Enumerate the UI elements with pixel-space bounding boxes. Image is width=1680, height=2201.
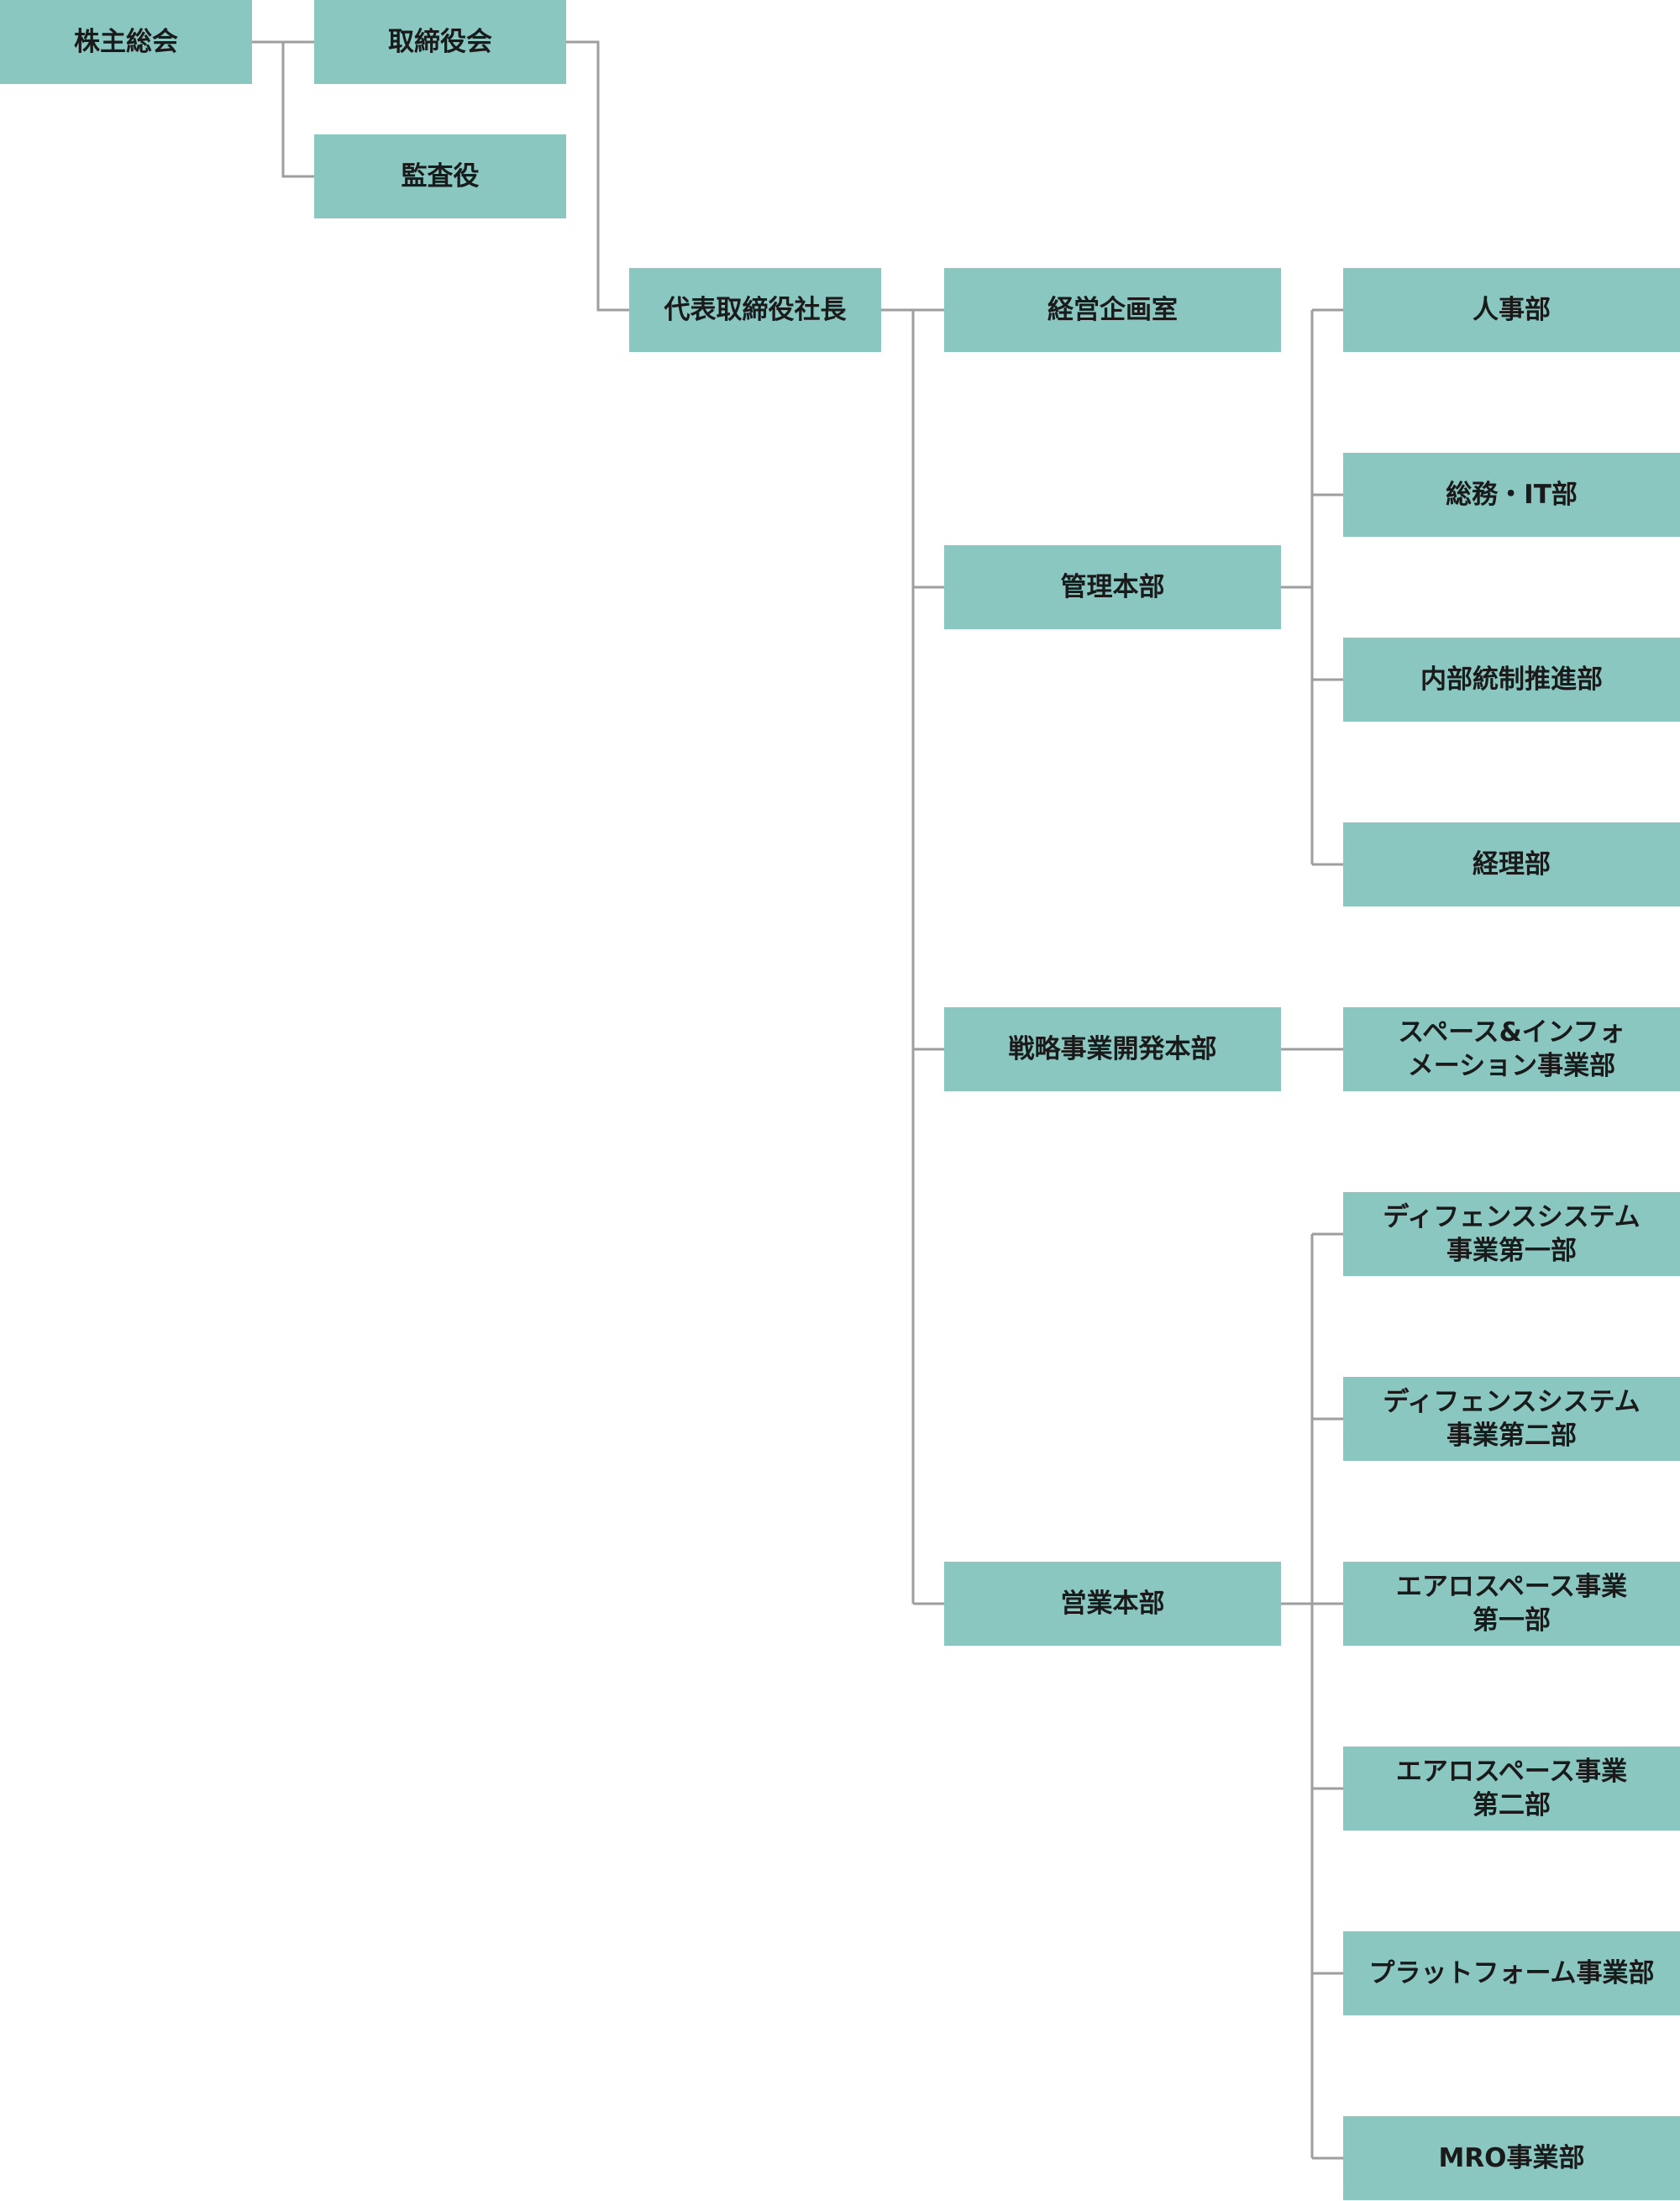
connector-president-divisions [881, 308, 944, 1605]
node-internal-control-department: 内部統制推進部 [1343, 638, 1680, 722]
node-strategic-business-hq: 戦略事業開発本部 [944, 1007, 1281, 1091]
node-aerospace-2-line1: エアロスペース事業 [1395, 1757, 1628, 1787]
node-general-affairs-it-department: 総務・IT部 [1343, 453, 1680, 537]
connector-board-president [566, 40, 629, 312]
node-platform-division: プラットフォーム事業部 [1343, 1931, 1680, 2015]
node-defense-systems-1-line1: ディフェンスシステム [1383, 1202, 1641, 1232]
node-defense-systems-2-line1: ディフェンスシステム [1383, 1387, 1641, 1417]
node-aerospace-1-line1: エアロスペース事業 [1395, 1572, 1628, 1602]
node-defense-systems-2: ディフェンスシステム 事業第二部 [1343, 1377, 1680, 1461]
node-defense-systems-1-line2: 事業第一部 [1446, 1236, 1577, 1266]
node-space-information-line2: メーション事業部 [1407, 1051, 1616, 1081]
node-space-information-division: スペース&インフォ メーション事業部 [1343, 1007, 1680, 1091]
node-auditor: 監査役 [314, 134, 566, 218]
node-president: 代表取締役社長 [629, 268, 881, 352]
node-aerospace-1: エアロスペース事業 第一部 [1343, 1562, 1680, 1646]
node-aerospace-1-line2: 第一部 [1473, 1605, 1551, 1636]
node-mro-division: MRO事業部 [1343, 2116, 1680, 2200]
node-space-information-line1: スペース&インフォ [1398, 1017, 1625, 1048]
connector-shareholders-board-auditor [252, 40, 314, 178]
node-sales-hq: 営業本部 [944, 1562, 1281, 1646]
node-defense-systems-2-line2: 事業第二部 [1446, 1421, 1577, 1451]
node-corporate-planning: 経営企画室 [944, 268, 1281, 352]
node-aerospace-2-line2: 第二部 [1473, 1790, 1551, 1820]
node-aerospace-2: エアロスペース事業 第二部 [1343, 1747, 1680, 1831]
node-defense-systems-1: ディフェンスシステム 事業第一部 [1343, 1192, 1680, 1276]
node-accounting-department: 経理部 [1343, 822, 1680, 906]
node-board-of-directors: 取締役会 [314, 0, 566, 84]
connector-admin-departments [1281, 308, 1343, 866]
node-hr-department: 人事部 [1343, 268, 1680, 352]
node-shareholders-meeting: 株主総会 [0, 0, 252, 84]
connector-sales-departments [1281, 1232, 1343, 2160]
node-administration-hq: 管理本部 [944, 545, 1281, 629]
